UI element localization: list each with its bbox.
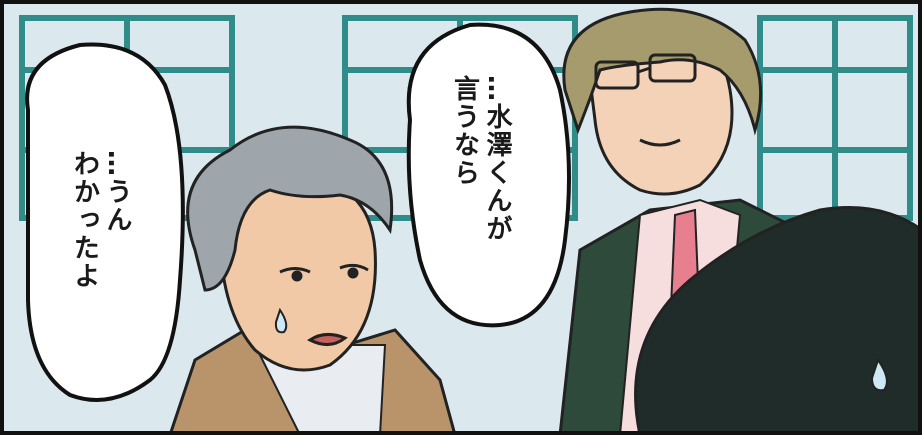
young-man-mouth: [639, 138, 681, 147]
speech-line: 言うなら: [449, 75, 480, 187]
old-man-features: [279, 263, 369, 346]
old-man-hair: [186, 125, 394, 292]
speech-bubble-left: [25, 42, 185, 402]
sweat-drop-icon: [870, 357, 888, 392]
sweat-drop-icon: [274, 307, 288, 334]
speech-line: …水澤くんが: [482, 75, 512, 243]
foreground-head: [634, 206, 922, 435]
speech-text-center: …水澤くんが 言うなら: [448, 75, 513, 315]
speech-line: わかったよ: [69, 150, 100, 290]
speech-bubble-center: [406, 22, 571, 328]
young-man-hair: [562, 7, 763, 136]
speech-text-left: …うん わかったよ: [68, 150, 133, 370]
speech-line: …うん: [102, 150, 132, 234]
glasses-icon: [594, 53, 697, 90]
